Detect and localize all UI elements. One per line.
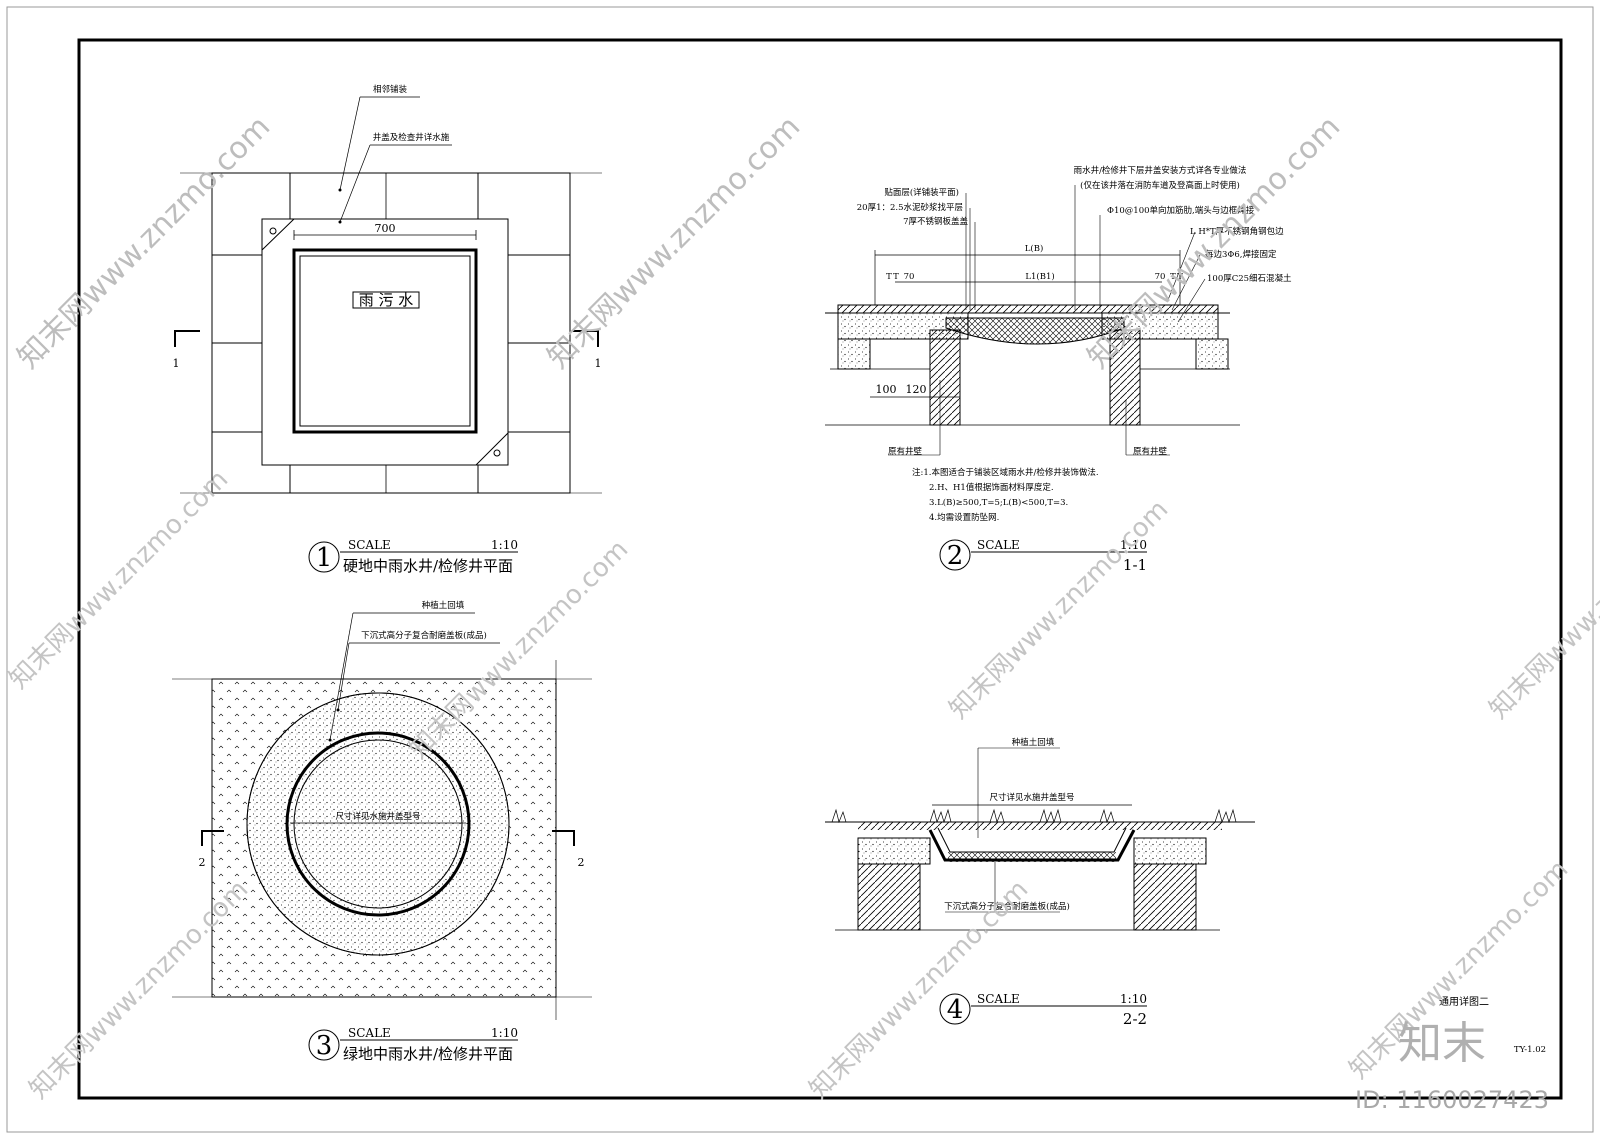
dim-T-right2: T	[1177, 272, 1183, 282]
view-4-section: 尺寸详见水施井盖型号 种植土回填 下沉式高分子复合耐磨盖板(成品) 4 SCAL…	[825, 737, 1255, 1028]
section-mark-1-left: 1	[173, 357, 180, 370]
dim-120: 120	[906, 383, 927, 396]
view-3-title: 绿地中雨水井/检修井平面	[343, 1045, 513, 1063]
label-steel-plate: 7厚不锈钢板盖盖	[903, 216, 968, 227]
watermark-4: 知末网www.znzmo.com	[4, 464, 235, 695]
dim-L1B1: L1(B1)	[1025, 271, 1054, 282]
label-soil-4: 种植土回填	[1012, 737, 1055, 748]
dim-100: 100	[876, 383, 897, 396]
view-3-plan: 尺寸详见水施井盖型号 种植土回填 下沉式高分子复合耐磨盖板(成品) 2 2 3 …	[172, 600, 592, 1063]
brand-logo: 知末	[1398, 1018, 1486, 1069]
view-3-scale-word: SCALE	[348, 1026, 391, 1040]
view-1-scale: 1:10	[491, 538, 518, 552]
label-surface: 贴面层(详铺装平面)	[884, 187, 959, 198]
watermark-6: 知末网www.znzmo.com	[944, 494, 1175, 725]
view-2-section: L(B) L1(B1) T T 70 70 T T 100 120 贴面层(详铺…	[825, 165, 1292, 574]
dim-T-left2: T	[893, 272, 899, 282]
label-wall-left: 原有井壁	[888, 446, 923, 457]
view-3-scale: 1:10	[491, 1026, 518, 1040]
label-rebar: Φ10@100单向加筋肋,端头与边框焊接	[1107, 205, 1255, 216]
view-2-title: 1-1	[1123, 556, 1147, 574]
drawing-frame	[77, 38, 1563, 1100]
label-angle-steel: L H*T厚不锈钢角钢包边	[1190, 226, 1284, 237]
section-mark-2-left: 2	[199, 856, 206, 869]
view-4-scale: 1:10	[1120, 992, 1147, 1006]
label-size-4: 尺寸详见水施井盖型号	[989, 792, 1074, 803]
note-3: 3.L(B)≥500,T=5;L(B)<500,T=3.	[929, 497, 1068, 508]
view-1-scale-word: SCALE	[348, 538, 391, 552]
note-2: 2.H、H1值根据饰面材料厚度定.	[929, 482, 1054, 493]
label-cover-3: 下沉式高分子复合耐磨盖板(成品)	[361, 630, 487, 641]
section-mark-1-right: 1	[595, 357, 602, 370]
view-1-number: 1	[316, 543, 333, 573]
dim-T-left: T	[886, 272, 892, 282]
label-concrete: 100厚C25细石混凝土	[1207, 273, 1292, 284]
view-1-plan: 700 雨 污 水 相邻铺装 井盖及检查井详水施 1 1 1 SCALE 1:1…	[173, 84, 602, 575]
dim-700: 700	[375, 222, 396, 235]
view-4-title: 2-2	[1123, 1010, 1147, 1028]
view-2-scale: 1:10	[1120, 538, 1147, 552]
label-mortar: 20厚1：2.5水泥砂浆找平层	[857, 202, 963, 213]
view-3-number: 3	[316, 1031, 333, 1061]
watermark-7: 知末网www.znzmo.com	[1484, 494, 1600, 725]
label-install-1: 雨水井/检修井下层井盖安装方式详各专业做法	[1074, 165, 1247, 176]
label-cover-4: 下沉式高分子复合耐磨盖板(成品)	[944, 901, 1070, 912]
section-mark-2-right: 2	[578, 856, 585, 869]
label-wall-right: 原有井壁	[1133, 446, 1168, 457]
view-1-title: 硬地中雨水井/检修井平面	[343, 557, 513, 575]
label-install-2: (仅在该井落在消防车道及登高面上时使用)	[1080, 180, 1240, 191]
dim-T-right: T	[1170, 272, 1176, 282]
dim-LB: L(B)	[1025, 243, 1044, 254]
sheet-title: 通用详图二	[1439, 995, 1489, 1008]
cover-text: 雨 污 水	[359, 291, 414, 309]
dim-70-right: 70	[1155, 272, 1166, 282]
label-weld: 每边3Φ6,焊接固定	[1205, 249, 1277, 260]
note-4: 4.均需设置防坠网.	[929, 512, 999, 523]
view-2-scale-word: SCALE	[977, 538, 1020, 552]
outer-sheet-border	[6, 6, 1594, 1133]
label-soil-3: 种植土回填	[422, 600, 465, 611]
view-4-scale-word: SCALE	[977, 992, 1020, 1006]
view-4-number: 4	[947, 995, 964, 1025]
label-cover: 井盖及检查井详水施	[373, 132, 450, 143]
note-1: 注:1.本图适合于铺装区域雨水井/检修井装饰做法.	[912, 467, 1099, 478]
watermark-1: 知末网www.znzmo.com	[11, 109, 277, 375]
sheet-number: TY-1.02	[1514, 1045, 1546, 1055]
label-paving: 相邻铺装	[373, 84, 408, 95]
image-id: ID: 1160027423	[1355, 1086, 1549, 1114]
label-size-3: 尺寸详见水施井盖型号	[335, 811, 420, 822]
view-2-number: 2	[947, 541, 964, 571]
watermark-2: 知末网www.znzmo.com	[541, 109, 807, 375]
dim-70-left: 70	[904, 272, 915, 282]
